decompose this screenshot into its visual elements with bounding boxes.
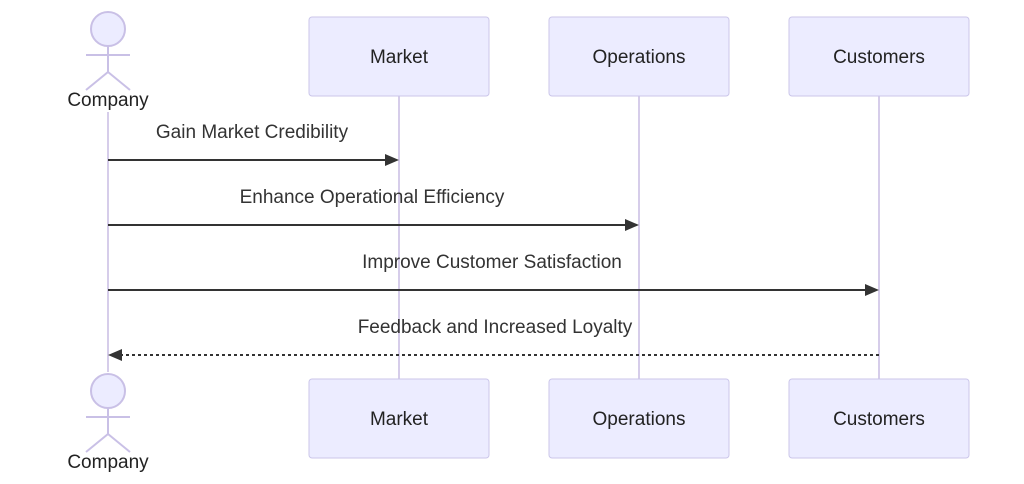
message-2: Enhance Operational Efficiency xyxy=(108,187,639,231)
message-4: Feedback and Increased Loyalty xyxy=(108,317,879,361)
participant-customers-bottom: Customers xyxy=(788,378,970,459)
message-3: Improve Customer Satisfaction xyxy=(108,252,879,296)
participant-market-bottom: Market xyxy=(308,378,490,459)
arrowhead-right xyxy=(865,284,879,296)
actor-company-top: Company xyxy=(67,11,149,111)
participant-customers-top: Customers xyxy=(788,16,970,97)
person-icon xyxy=(85,373,131,453)
actor-label: Company xyxy=(67,90,149,111)
participant-operations-bottom: Operations xyxy=(548,378,730,459)
participant-label: Market xyxy=(370,47,429,68)
participant-label: Customers xyxy=(833,409,925,430)
participant-label: Customers xyxy=(833,47,925,68)
message-label: Improve Customer Satisfaction xyxy=(362,252,622,273)
message-label: Enhance Operational Efficiency xyxy=(240,187,505,208)
message-label: Feedback and Increased Loyalty xyxy=(358,317,633,338)
actor-company-bottom: Company xyxy=(67,373,149,473)
participant-operations-top: Operations xyxy=(548,16,730,97)
message-label: Gain Market Credibility xyxy=(156,122,349,143)
arrowhead-right xyxy=(625,219,639,231)
participant-label: Operations xyxy=(593,47,686,68)
person-icon xyxy=(85,11,131,91)
participant-market-top: Market xyxy=(308,16,490,97)
participant-label: Market xyxy=(370,409,429,430)
arrowhead-right xyxy=(385,154,399,166)
message-1: Gain Market Credibility xyxy=(108,122,399,166)
arrowhead-left xyxy=(108,349,122,361)
actor-label: Company xyxy=(67,452,149,473)
participant-label: Operations xyxy=(593,409,686,430)
